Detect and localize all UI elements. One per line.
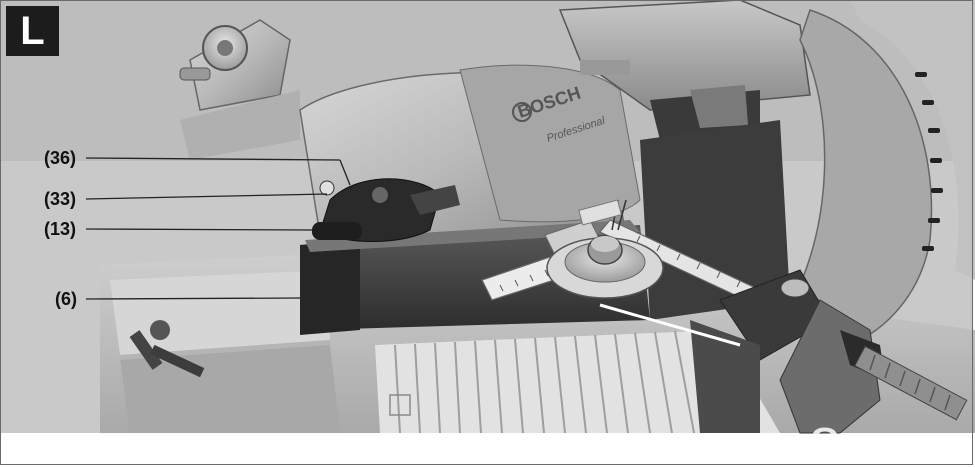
angle-gauge (481, 199, 761, 303)
material-clamp (690, 269, 968, 434)
saw-handle (558, 0, 811, 140)
figure-badge: L (6, 6, 59, 56)
blade-guard (640, 0, 975, 341)
clamp-lever (312, 178, 460, 242)
allen-key (129, 320, 205, 378)
ribbed-panel (375, 329, 780, 434)
pivot-bracket (179, 19, 300, 160)
watermark-glyph: o (808, 406, 841, 467)
callout-13: (13) (44, 219, 77, 239)
callout-33: (33) (44, 189, 77, 209)
callout-6: (6) (55, 289, 77, 309)
callout-36: (36) (44, 148, 77, 168)
callout-leaders (85, 157, 351, 300)
